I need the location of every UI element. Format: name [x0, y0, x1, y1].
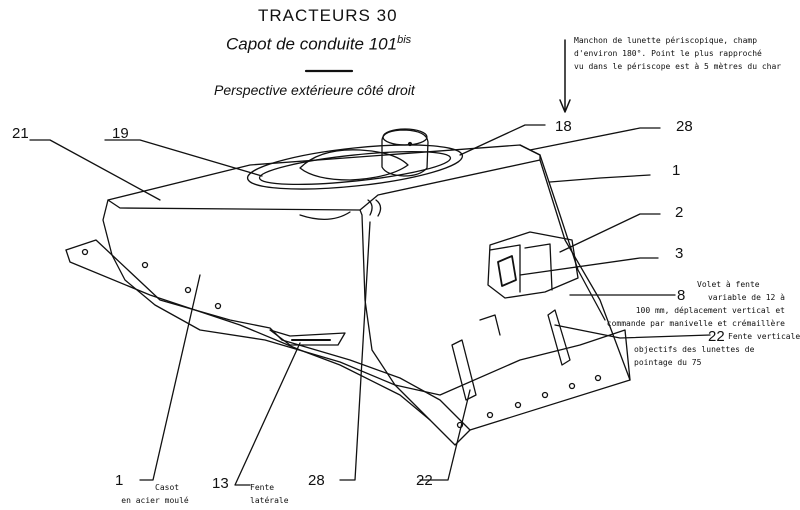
note-fente: objectifs des lunettes de pointage du 75 — [634, 343, 754, 369]
page-title: TRACTEURS 30 — [258, 6, 398, 25]
callout-22-bottom: 22 — [416, 472, 433, 489]
rivet — [568, 382, 576, 390]
callout-1-bottom: 1 — [115, 472, 124, 489]
rivet — [184, 286, 192, 294]
note-line: commande par manivelle et crémaillère — [606, 319, 785, 328]
note-line: objectifs des lunettes de — [634, 345, 755, 354]
right-edge — [519, 144, 606, 321]
subtitle-text: Capot de conduite 101 — [226, 34, 398, 54]
callout-18: 18 — [555, 118, 572, 135]
note-line: vu dans le périscope est à 5 mètres du c… — [574, 62, 782, 71]
hatch-ring-outer — [246, 144, 464, 190]
view-caption: Perspective extérieure côté droit — [214, 82, 415, 98]
leader — [529, 127, 661, 151]
subtitle-superscript: bis — [397, 34, 412, 46]
hinge — [299, 211, 351, 220]
base-flange — [65, 239, 471, 431]
note-line: pointage du 75 — [634, 358, 702, 367]
leader — [419, 389, 471, 481]
leader — [559, 213, 661, 253]
rivet — [214, 302, 222, 310]
note-line: d'environ 180°. Point le plus rapproché — [574, 49, 762, 58]
note-casot: Casot en acier moulé — [115, 481, 195, 507]
lateral-slit — [269, 329, 346, 346]
hatch-ring-inner — [258, 150, 452, 186]
callout-13: 13 — [212, 475, 229, 492]
callout-21: 21 — [12, 125, 29, 142]
leader — [104, 139, 263, 177]
callout-28-top: 28 — [676, 118, 693, 135]
vertical-slit — [451, 339, 477, 401]
rivet — [486, 411, 494, 419]
rivet — [456, 421, 464, 429]
right-side-face — [394, 159, 631, 446]
callout-8: 8 — [677, 287, 686, 304]
periscope-top — [382, 128, 428, 146]
rivet — [514, 401, 522, 409]
callout-22-right: 22 — [708, 328, 725, 345]
leader — [519, 257, 659, 276]
note-volet: variable de 12 à 100 mm, déplacement ver… — [605, 291, 785, 330]
periscope-sleeve — [381, 129, 429, 177]
rivet — [541, 391, 549, 399]
page-subtitle: Capot de conduite 101bis — [226, 34, 411, 55]
leader — [29, 139, 161, 201]
leader — [139, 274, 201, 481]
callout-2: 2 — [675, 204, 684, 221]
note-manchon: Manchon de lunette périscopique, champ d… — [574, 34, 781, 73]
note-fente-head: Fente verticale des — [728, 332, 800, 341]
rivet — [594, 374, 602, 382]
note-line: Manchon de lunette périscopique, champ — [574, 36, 758, 45]
note-volet-head: Volet à fente — [697, 280, 760, 289]
shutter-box — [487, 231, 579, 299]
rivet — [141, 261, 149, 269]
callout-1-right: 1 — [672, 162, 681, 179]
note-line: latérale — [250, 496, 289, 505]
leader — [549, 174, 651, 183]
note-fente-laterale: Fente latérale — [250, 481, 289, 507]
note-line: en acier moulé — [121, 496, 189, 505]
callout-19: 19 — [112, 125, 129, 142]
hatch-cover — [299, 149, 409, 181]
note-line: 100 mm, déplacement vertical et — [635, 306, 785, 315]
callout-28-bottom: 28 — [308, 472, 325, 489]
note-line: Casot — [155, 483, 180, 492]
leader — [339, 221, 371, 481]
periscope-bolt — [407, 141, 413, 147]
leader — [234, 342, 301, 486]
leader — [459, 124, 546, 156]
rivet — [81, 248, 89, 256]
note-line: Fente — [250, 483, 275, 492]
leader — [554, 324, 711, 339]
note-line: variable de 12 à — [707, 293, 785, 302]
callout-3: 3 — [675, 245, 684, 262]
base-flange-lower — [65, 249, 431, 421]
vertical-slit — [547, 309, 571, 366]
